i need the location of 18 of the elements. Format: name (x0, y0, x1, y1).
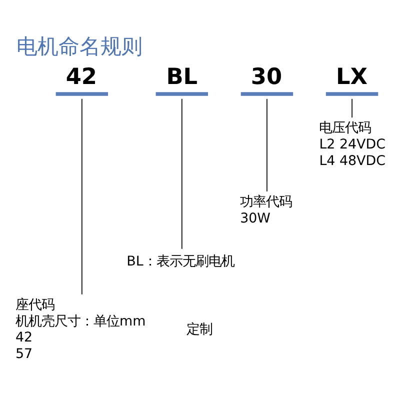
node-box (156, 92, 208, 96)
node-text: 电压代码 L2 24VDC L4 48VDC (319, 121, 386, 169)
diagram-title: 电机命名规则 (16, 34, 143, 59)
node-label: 42 (66, 64, 98, 90)
node-text: 功率代码 30W (240, 194, 292, 226)
node-box (240, 92, 294, 96)
node-label: BL (166, 64, 198, 90)
connector (81, 98, 82, 294)
node-text: 座代码 机机壳尺寸：单位mm 42 57 (16, 298, 146, 362)
node-label: 30 (250, 64, 282, 90)
connector (181, 98, 182, 249)
node-label: LX (336, 64, 368, 90)
node-text: BL：表示无刷电机 (126, 254, 234, 270)
connector (266, 98, 268, 192)
node-box (326, 92, 378, 96)
label: 定制 (186, 322, 212, 338)
connector (351, 98, 353, 118)
node-box (56, 92, 108, 96)
